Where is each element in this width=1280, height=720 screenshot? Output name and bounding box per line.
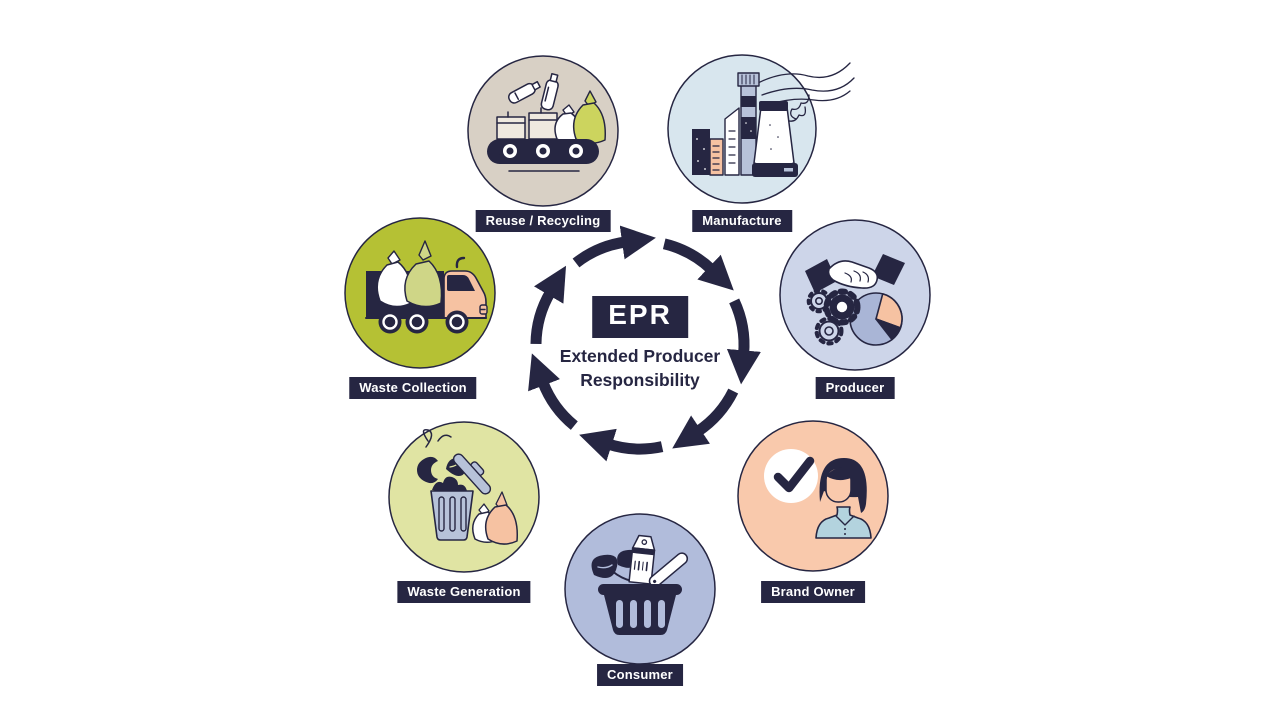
label-brand-owner: Brand Owner xyxy=(761,581,865,603)
cab-handle-icon xyxy=(455,256,466,269)
buildings-icon xyxy=(692,107,740,176)
pie-chart-icon xyxy=(849,292,903,346)
label-manufacture: Manufacture xyxy=(692,210,792,232)
label-reuse-recycling: Reuse / Recycling xyxy=(475,210,611,232)
green-bag-icon xyxy=(404,240,443,308)
bottle-icon xyxy=(540,72,559,111)
conveyor-belt-icon xyxy=(467,55,619,207)
person-checkmark-icon xyxy=(737,420,889,572)
factory-icon xyxy=(667,54,855,204)
garbage-truck-icon xyxy=(344,217,496,369)
node-waste-generation xyxy=(384,417,544,577)
node-reuse-recycling xyxy=(463,51,623,211)
node-producer xyxy=(775,215,935,375)
node-consumer xyxy=(560,509,720,669)
node-brand-owner xyxy=(733,416,893,576)
checkmark-badge-icon xyxy=(764,449,818,503)
chimney-icon xyxy=(737,72,760,176)
shopping-basket-icon xyxy=(564,513,716,665)
wheel-icon xyxy=(378,310,469,334)
cardboard-box-icon xyxy=(496,107,558,140)
bin-body-icon xyxy=(430,490,474,541)
epr-subtitle: Extended Producer Responsibility xyxy=(560,344,720,392)
label-consumer: Consumer xyxy=(597,664,683,686)
label-waste-generation: Waste Generation xyxy=(397,581,531,603)
epr-subtitle-line2: Responsibility xyxy=(580,370,700,390)
label-producer: Producer xyxy=(815,377,895,399)
label-waste-collection: Waste Collection xyxy=(349,377,477,399)
bin-lid-icon xyxy=(452,453,492,495)
cooling-tower-icon xyxy=(753,101,795,168)
milk-carton-icon xyxy=(628,534,656,585)
cycle-arrows-icon xyxy=(488,193,792,497)
basket-icon xyxy=(598,584,682,635)
gears-icon xyxy=(806,288,861,346)
trash-bin-icon xyxy=(388,421,540,573)
dark-gear-icon xyxy=(823,288,861,326)
node-waste-collection xyxy=(340,213,500,373)
bottle-icon xyxy=(508,80,541,104)
cab-window-icon xyxy=(447,275,475,291)
epr-title-badge: EPR xyxy=(592,296,688,338)
node-manufacture xyxy=(664,45,855,215)
handshake-icon xyxy=(805,254,905,293)
conveyor-roller-icon xyxy=(499,140,587,162)
peach-bag-icon xyxy=(484,491,519,545)
handshake-gears-piechart-icon xyxy=(779,219,931,371)
epr-subtitle-line1: Extended Producer xyxy=(559,346,721,366)
person-icon xyxy=(815,458,872,539)
truck-icon xyxy=(365,240,488,334)
